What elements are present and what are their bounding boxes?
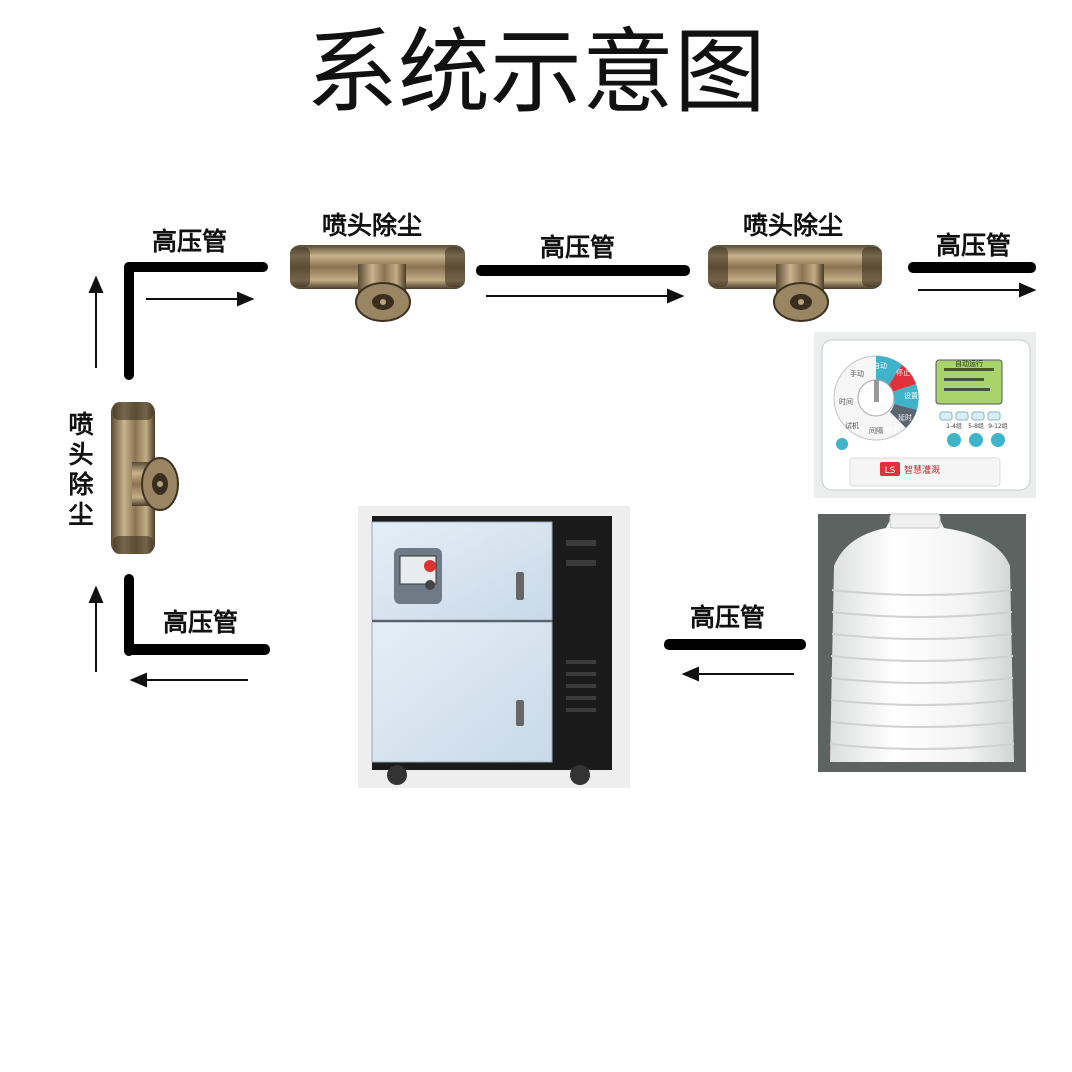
controller-button-label: 1-4组 [946, 422, 962, 430]
label-hose-top-right: 高压管 [936, 231, 1012, 260]
page-title: 系统示意图 [305, 19, 766, 126]
controller-dial-label: 间隔 [869, 426, 883, 435]
label-hose-top-left: 高压管 [152, 227, 228, 256]
label-nozzle-top-2: 喷头除尘 [743, 211, 844, 240]
controller-dial-label: 时间 [839, 397, 853, 406]
arrow-up-left-upper [88, 275, 104, 368]
hose-bottom-right [664, 639, 806, 650]
controller-screen-title: 自动运行 [955, 359, 983, 368]
arrow-left-bottom-left [129, 672, 248, 688]
controller-button-label: 9-12组 [988, 422, 1008, 430]
nozzle-top-1-image [290, 245, 465, 322]
controller-dial-label: 手动 [850, 369, 864, 378]
controller-dial-label: 停止 [896, 368, 910, 377]
misting-machine-image [358, 506, 630, 788]
label-nozzle-top-1: 喷头除尘 [322, 211, 423, 240]
hose-top-left-horizontal [124, 262, 268, 272]
arrow-right-top-left [146, 291, 255, 307]
label-nozzle-left: 喷头除尘 [68, 410, 94, 529]
hose-bottom-left-horizontal [124, 644, 270, 655]
water-tank-image [818, 513, 1026, 772]
controller-button-label: 5-8组 [968, 422, 984, 430]
hose-top-mid [476, 265, 690, 276]
controller-dial-label: 试机 [845, 421, 859, 430]
arrow-right-top-mid [486, 288, 685, 304]
hose-top-right [908, 262, 1036, 273]
controller-dial-label: 设置 [904, 391, 918, 400]
label-hose-bottom-right: 高压管 [690, 603, 766, 632]
controller-brand-badge: LS [885, 466, 896, 476]
nozzle-top-2-image [708, 245, 882, 322]
label-hose-top-mid: 高压管 [540, 233, 616, 262]
controller-dial-label: 延时 [898, 413, 912, 422]
controller-brand-name: 智慧灌溉 [904, 464, 940, 476]
hose-top-left-vertical [124, 262, 134, 380]
hose-bottom-left-vertical [124, 574, 134, 656]
arrow-left-bottom-right [681, 666, 794, 682]
label-hose-bottom-left: 高压管 [163, 608, 239, 637]
nozzle-left-image [111, 402, 179, 554]
arrow-up-left-lower [88, 585, 104, 672]
controller-dial-label: 信息 [886, 425, 900, 434]
controller-dial-label: 自动 [873, 361, 887, 370]
arrow-right-top-right [918, 282, 1037, 298]
controller-image [814, 332, 1036, 498]
